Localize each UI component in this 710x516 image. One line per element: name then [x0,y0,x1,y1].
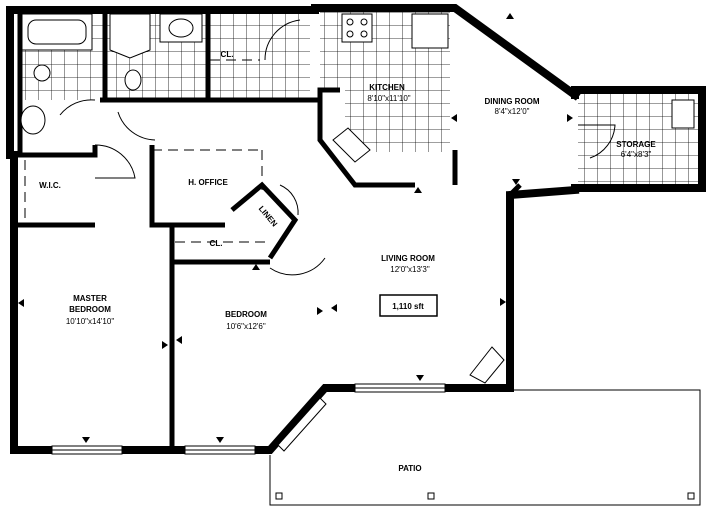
bedroom-name: BEDROOM [225,310,267,319]
wic-name: W.I.C. [39,181,61,190]
area-box [379,294,438,317]
fridge [411,13,449,49]
dining-name: DINING ROOM [484,97,539,106]
storage-name: STORAGE [616,140,656,149]
closet-bedroom-name: CL. [210,239,223,248]
office-name: H. OFFICE [188,178,228,187]
door-swings [59,19,616,276]
master-name-2: BEDROOM [69,305,111,314]
storage-size: 6'4"x8'3" [621,150,652,159]
dashed-lines [24,59,270,243]
kitchen-name: KITCHEN [369,83,405,92]
master-size: 10'10"x14'10" [66,317,114,326]
kitchen-sink [332,127,371,163]
closet-kitchen-name: CL. [221,50,234,59]
sink [168,18,194,38]
stove [341,13,373,43]
shower [109,13,151,59]
master-name-1: MASTER [73,294,107,303]
interior-walls [10,12,522,450]
patio [269,389,701,506]
area-label: 1,110 sft [392,302,424,311]
toilet [124,69,142,91]
fixtures [20,13,695,163]
patio-name: PATIO [398,464,421,473]
living-name: LIVING ROOM [381,254,435,263]
kitchen-size: 8'10"x11'10" [367,94,410,103]
dining-size: 8'4"x12'0" [495,107,530,116]
room-labels: KITCHEN 8'10"x11'10" DINING ROOM 8'4"x12… [39,50,656,473]
linen-name: LINEN [257,204,279,228]
dimension-markers [18,13,573,443]
windows [51,346,505,455]
bedroom-size: 10'6"x12'6" [226,322,266,331]
living-size: 12'0"x13'3" [390,265,430,274]
